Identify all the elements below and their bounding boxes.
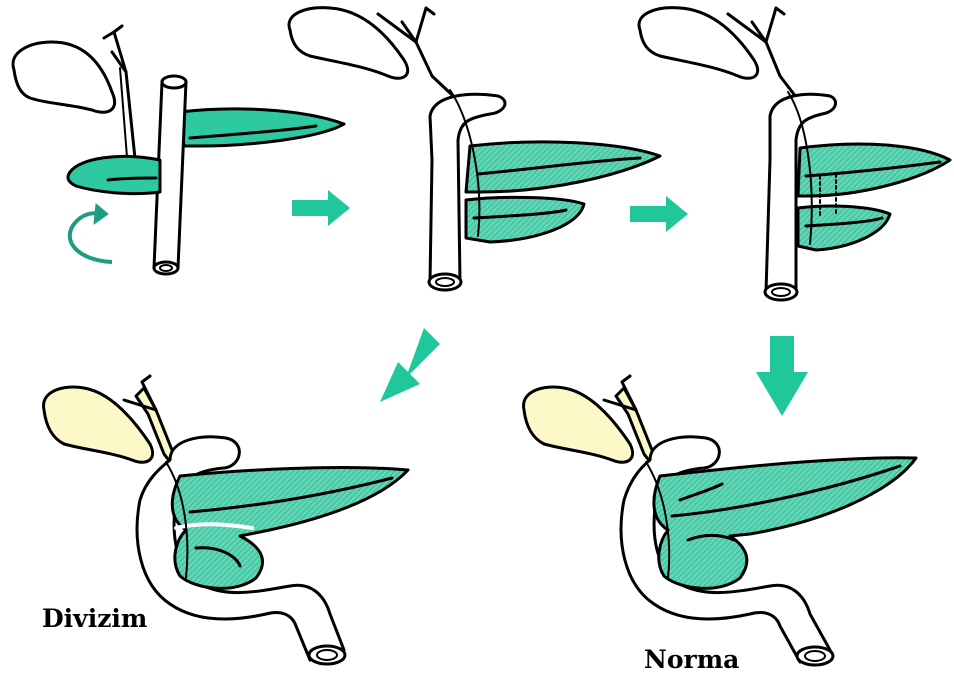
- stage-3-diagram: [639, 8, 950, 300]
- pancreas-body: [654, 458, 916, 589]
- bile-duct-branch: [104, 26, 126, 72]
- rotation-arrow-head: [94, 204, 108, 224]
- normal-diagram: [524, 376, 916, 665]
- gallbladder-shape: [13, 42, 115, 112]
- stage-2-diagram: [289, 8, 660, 290]
- rotation-arrow-icon: [70, 213, 112, 262]
- divisum-label: Divizim: [42, 604, 147, 633]
- pancreas-body: [172, 468, 408, 589]
- ventral-pancreatic-bud: [68, 156, 160, 193]
- dorsal-pancreatic-bud: [180, 109, 344, 146]
- gallbladder-shape: [289, 8, 408, 79]
- down-arrow-icon: [756, 336, 808, 416]
- dorsal-pancreatic-bud: [466, 142, 660, 192]
- down-left-arrow-icon: [380, 328, 440, 402]
- right-arrow-icon: [292, 190, 350, 226]
- vessel-top-opening: [162, 76, 186, 88]
- gallbladder-shape: [639, 8, 758, 79]
- normal-label: Norma: [644, 645, 739, 674]
- stage-1-diagram: [13, 26, 344, 274]
- right-arrow-icon: [630, 196, 688, 232]
- ventral-pancreatic-bud: [466, 197, 584, 242]
